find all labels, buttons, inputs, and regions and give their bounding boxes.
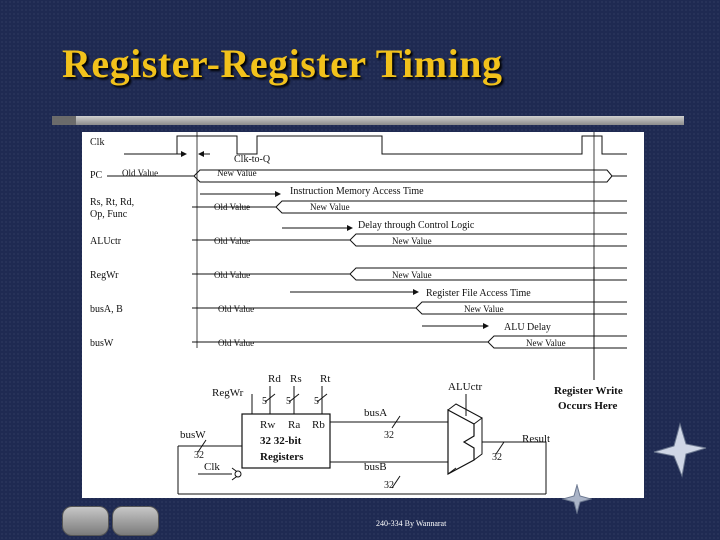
rs-new-value: New Value [310,202,350,212]
note-register-write-2: Occurs Here [558,400,617,412]
busw-new-value: New Value [526,338,566,348]
signal-label-pc: PC [90,170,103,181]
prev-slide-button[interactable] [62,506,109,536]
star-icon [562,484,592,514]
aluctr-new-value: New Value [392,236,432,246]
regwr-new-value: New Value [392,270,432,280]
title-rule [52,116,684,125]
busw-old-value: Old Value [218,338,254,348]
datapath-rs: Rs [290,373,302,385]
busab-new-value: New Value [464,304,504,314]
slide-footer: 240-334 By Wannarat [376,519,447,528]
regwr-old-value: Old Value [214,270,250,280]
width-busw: 32 [194,450,204,461]
port-rw: Rw [260,419,275,431]
datapath-busa: busA [364,407,387,419]
rs-old-value: Old Value [214,202,250,212]
width-busa: 32 [384,430,394,441]
pc-new-value: New Value [217,168,257,178]
signal-label-busab: busA, B [90,304,123,315]
timing-figure: Clk Clk-to-Q PC Old Value New Value Inst… [82,132,644,498]
width-result: 32 [492,452,502,463]
busab-waveform [192,301,627,315]
timing-diagram-svg: Clk Clk-to-Q PC Old Value New Value Inst… [90,132,627,495]
busab-old-value: Old Value [218,304,254,314]
pc-old-value: Old Value [122,168,158,178]
datapath-rt: Rt [320,373,330,385]
signal-label-clk: Clk [90,137,104,148]
port-rb: Rb [312,419,325,431]
signal-label-regwr: RegWr [90,270,119,281]
delay-alu: ALU Delay [504,322,551,333]
datapath-result: Result [522,433,550,445]
width-rs: 5 [286,396,291,407]
delay-regfile: Register File Access Time [426,288,531,299]
signal-label-aluctr: ALUctr [90,236,122,247]
alu-shape [447,408,475,476]
busw-waveform [192,335,627,349]
slide-title: Register-Register Timing [62,41,503,86]
aluctr-waveform [192,233,627,247]
clk-waveform [124,135,627,155]
signal-label-busw: busW [90,338,114,349]
datapath-busw: busW [180,429,206,441]
delay-control: Delay through Control Logic [358,220,475,231]
datapath-busb: busB [364,461,387,473]
star-icon [653,422,707,478]
pc-waveform [107,169,627,183]
width-busb: 32 [384,480,394,491]
datapath-aluctr: ALUctr [448,381,483,393]
datapath-clk: Clk [204,461,220,473]
regwr-waveform [192,267,627,281]
aluctr-old-value: Old Value [214,236,250,246]
signal-label-op: Op, Func [90,209,128,220]
delay-clk-to-q: Clk-to-Q [234,154,271,165]
delay-imem: Instruction Memory Access Time [290,186,424,197]
width-rt: 5 [314,396,319,407]
datapath-regwr: RegWr [212,387,244,399]
next-slide-button[interactable] [112,506,159,536]
signal-label-rs: Rs, Rt, Rd, [90,197,134,208]
regfile-label-2: Registers [260,451,304,463]
title-rule-accent [52,116,76,125]
register-file-box [241,413,331,469]
port-ra: Ra [288,419,300,431]
width-rd: 5 [262,396,267,407]
regfile-label-1: 32 32-bit [260,435,302,447]
rs-waveform [192,200,627,214]
note-register-write-1: Register Write [554,385,623,397]
datapath-rd: Rd [268,373,281,385]
